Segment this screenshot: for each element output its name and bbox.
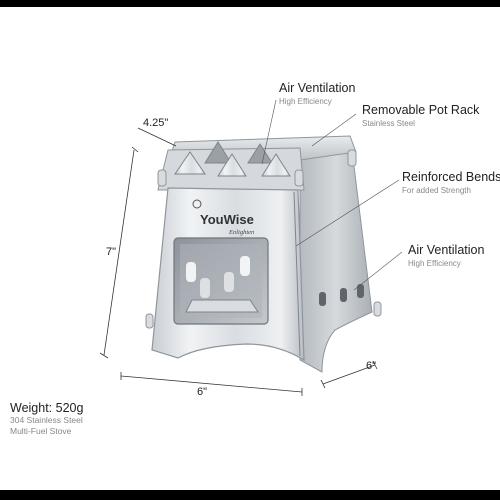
air-ventilation-top-subtitle: High Efficiency — [279, 97, 332, 106]
weight-text: Weight: 520g — [10, 401, 84, 415]
reinforced-bends-subtitle: For added Strength — [402, 186, 471, 195]
dimension-height: 7" — [106, 246, 117, 258]
air-ventilation-top-title: Air Ventilation — [279, 81, 356, 95]
side-panel — [299, 149, 373, 373]
dimension-top-width: 4.25" — [143, 117, 169, 129]
material-text: 304 Stainless Steel — [10, 415, 83, 425]
dimension-depth: 6" — [366, 360, 377, 372]
side-vent-hole — [340, 288, 347, 302]
panel-hook — [145, 313, 154, 329]
brand-logo-icon — [192, 199, 202, 209]
leader-lines — [261, 99, 403, 291]
rack-tab — [157, 169, 167, 187]
fuel-type-text: Multi-Fuel Stove — [10, 426, 72, 436]
top-border — [0, 0, 500, 7]
specs-block: Weight: 520g 304 Stainless Steel Multi-F… — [10, 401, 83, 437]
reinforced-bends-title: Reinforced Bends — [402, 170, 500, 184]
front-panel — [145, 187, 382, 362]
panel-hook — [373, 301, 382, 317]
rack-tab — [294, 169, 304, 187]
bottom-border — [0, 490, 500, 500]
rack-tab — [347, 149, 357, 167]
air-ventilation-side-title: Air Ventilation — [408, 243, 485, 257]
side-vent-hole — [319, 292, 326, 306]
dimension-lines — [99, 127, 378, 396]
pot-rack — [157, 135, 357, 191]
side-vent-hole — [357, 284, 364, 298]
dimension-bottom-width: 6" — [197, 386, 208, 398]
brand-tagline: Enlighten — [228, 229, 254, 236]
brand-name: YouWise — [200, 212, 254, 227]
pot-rack-subtitle: Stainless Steel — [362, 119, 415, 128]
pot-rack-title: Removable Pot Rack — [362, 103, 480, 117]
air-ventilation-side-subtitle: High Efficiency — [408, 259, 461, 268]
